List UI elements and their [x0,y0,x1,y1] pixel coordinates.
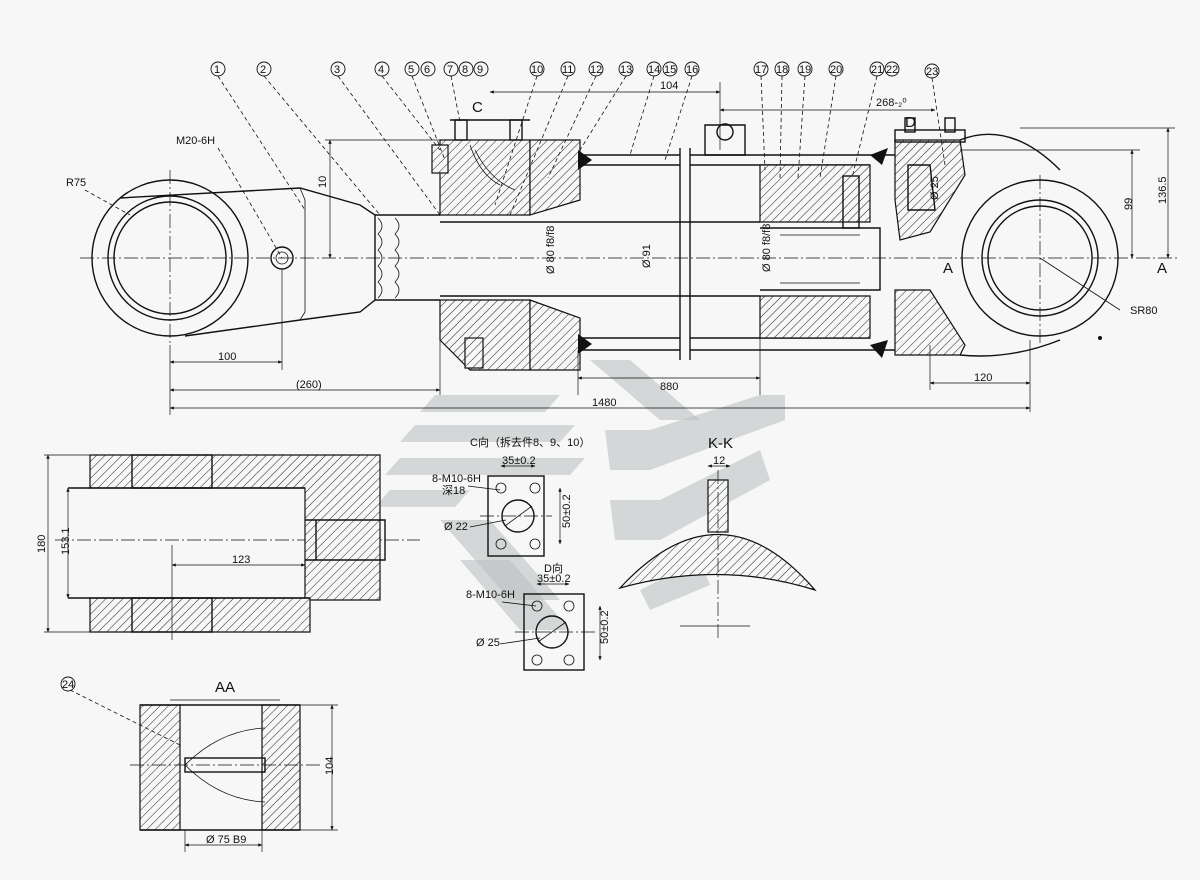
view-d-label: D [905,114,916,131]
dim-268: 268-₂⁰ [876,97,907,109]
balloon: 22 [884,61,900,77]
svg-text:6: 6 [424,64,430,76]
balloon: 21 [851,61,885,179]
dim-136-5: 136.5 [1157,176,1169,204]
svg-text:24: 24 [62,679,74,691]
view-c-title: C向（拆去件8、9、10） [470,435,590,449]
view-c: C向（拆去件8、9、10） 35±0.2 50±0.2 8-M10-6H 深18… [432,435,590,557]
svg-text:13: 13 [620,64,632,76]
dim-880: 880 [660,381,678,393]
balloon: 11 [509,61,576,216]
svg-text:15: 15 [664,64,676,76]
d-holes: 8-M10-6H [466,589,515,601]
balloon: 19 [797,61,813,179]
svg-text:22: 22 [886,64,898,76]
d-port: Ø 25 [476,637,500,649]
c-holes: 8-M10-6H [432,473,481,485]
c-depth: 深18 [442,484,465,497]
section-kk: K-K 12 [618,435,817,640]
dim-153: 153.1 [60,527,72,555]
balloon: 17 [753,61,769,171]
balloon: 24 [60,676,181,746]
svg-text:2: 2 [260,64,266,76]
view-d: D向 35±0.2 50±0.2 8-M10-6H Ø 25 [466,561,611,671]
svg-text:14: 14 [648,64,660,76]
view-d-title: D向 [544,561,563,575]
svg-text:19: 19 [799,64,811,76]
section-aa: AA 104 Ø 75 B9 24 [60,676,338,852]
balloon: 15 [662,61,678,77]
dim-25: Ø 25 [929,176,941,200]
svg-text:17: 17 [755,64,767,76]
svg-text:16: 16 [686,64,698,76]
balloon: 12 [547,61,604,179]
dim-104: 104 [660,80,678,92]
balloon: 13 [579,61,634,151]
main-dimensions: 10 104 268-₂⁰ 99 136.5 Ø 25 Ø 80 f8/f8 Ø… [169,80,1175,415]
c-pitch-v: 50±0.2 [561,494,573,528]
svg-text:10: 10 [531,64,543,76]
d-pitch-v: 50±0.2 [599,610,611,644]
balloon: 6 [420,61,436,77]
balloon: 14 [629,61,662,156]
svg-text:23: 23 [926,66,938,78]
svg-text:9: 9 [477,64,483,76]
balloon: 8 [458,61,474,77]
dim-180: 180 [36,535,48,553]
balloon: 20 [819,61,844,179]
main-section-view: A A C D M20-6H R75 SR80 [66,99,1180,371]
watermark-logo [375,360,785,630]
svg-text:20: 20 [830,64,842,76]
dim-10: 10 [317,176,329,188]
balloon: 3 [330,61,441,216]
svg-text:11: 11 [562,64,573,76]
balloon: 7 [443,61,461,123]
dim-260: (260) [296,379,322,391]
dim-piston-diameter: Ø 80 f8/f8 [761,224,773,272]
c-port: Ø 22 [444,521,468,533]
svg-text:18: 18 [776,64,788,76]
balloon: 16 [664,61,700,161]
balloon: 18 [774,61,790,179]
svg-text:1: 1 [214,64,220,76]
balloon: 1 [210,61,306,211]
dim-rod-diameter: Ø 80 f8/f8 [545,226,557,274]
svg-text:12: 12 [590,64,602,76]
dim-1480: 1480 [592,397,616,409]
svg-text:5: 5 [408,64,414,76]
section-a-right-label: A [1157,260,1167,277]
dim-12: 12 [713,455,725,467]
balloon: 23 [924,63,946,166]
thread-label: M20-6H [176,135,215,147]
balloon: 9 [473,61,489,77]
dim-120: 120 [974,372,992,384]
view-c-label: C [472,99,483,116]
part-balloons: 1 2 3 4 5 6 7 8 9 10 11 12 13 14 15 16 1… [210,61,946,216]
svg-text:8: 8 [462,64,468,76]
d-pitch-h: 35±0.2 [537,573,571,585]
dim-99: 99 [1123,198,1135,210]
c-pitch-h: 35±0.2 [502,455,536,467]
dim-100: 100 [218,351,236,363]
svg-text:3: 3 [334,64,340,76]
radius-r75-label: R75 [66,177,86,189]
aa-bore-dim: Ø 75 B9 [206,834,246,846]
sr80-label: SR80 [1130,305,1158,317]
balloon: 10 [494,61,545,206]
section-a-left-label: A [943,260,953,277]
svg-text:7: 7 [447,64,453,76]
section-kk-label: K-K [708,435,733,452]
svg-text:21: 21 [871,64,883,76]
svg-text:4: 4 [378,64,384,76]
balloon: 5 [404,61,446,161]
balloon: 4 [374,61,441,151]
dim-bore-diameter: Ø 91 [641,244,653,268]
dim-123: 123 [232,554,250,566]
aa-width-dim: 104 [324,757,336,775]
balloon: 2 [256,61,381,216]
fork-detail-view: 180 153.1 123 [36,454,420,640]
section-aa-label: AA [215,679,235,696]
